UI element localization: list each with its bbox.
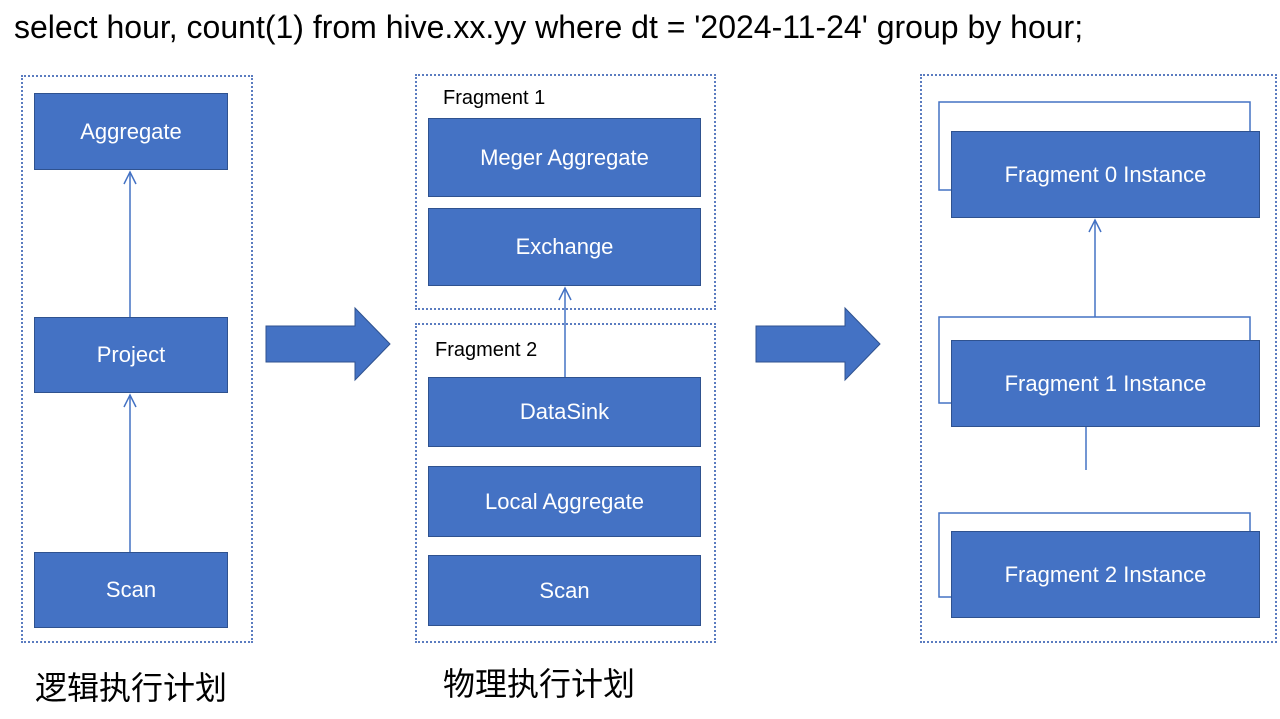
- arrowhead-aggregate: [123, 170, 137, 185]
- physical-node-exchange: Exchange: [428, 208, 701, 286]
- physical-node-local-aggregate: Local Aggregate: [428, 466, 701, 537]
- logical-to-physical-arrow: [265, 306, 391, 382]
- query-text: select hour, count(1) from hive.xx.yy wh…: [14, 9, 1084, 45]
- fragment-2-instance: Fragment 2 Instance: [951, 531, 1260, 618]
- fragment-0-instance: Fragment 0 Instance: [951, 131, 1260, 218]
- logical-plan-label: 逻辑执行计划: [35, 670, 228, 706]
- arrowhead-exchange: [558, 286, 572, 301]
- logical-node-aggregate: Aggregate: [34, 93, 228, 170]
- arrowhead-instance0: [1088, 218, 1102, 233]
- physical-node-merge-aggregate: Meger Aggregate: [428, 118, 701, 197]
- physical-plan-label: 物理执行计划: [443, 666, 636, 702]
- physical-node-scan: Scan: [428, 555, 701, 626]
- physical-to-instances-arrow: [755, 306, 881, 382]
- arrowhead-project: [123, 393, 137, 408]
- fragment-1-title: Fragment 1: [443, 87, 546, 109]
- physical-node-datasink: DataSink: [428, 377, 701, 447]
- fragment-2-title: Fragment 2: [435, 339, 538, 361]
- fragment-1-instance: Fragment 1 Instance: [951, 340, 1260, 427]
- logical-plan-panel: [21, 75, 253, 643]
- instances-panel: [920, 74, 1277, 643]
- logical-node-project: Project: [34, 317, 228, 393]
- logical-node-scan: Scan: [34, 552, 228, 628]
